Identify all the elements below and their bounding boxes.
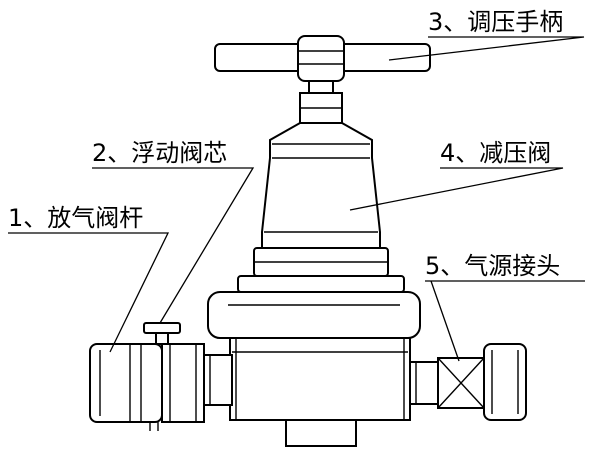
leader-5 [425, 280, 585, 362]
label-air-source-connector: 5、气源接头 [425, 252, 561, 280]
leader-1 [8, 232, 170, 353]
pressure-reducing-valve [207, 92, 421, 447]
bleed-valve-stem [89, 343, 233, 431]
leader-4 [349, 167, 564, 211]
label-floating-valve-core: 2、浮动阀芯 [92, 139, 228, 167]
floating-valve-core [143, 322, 181, 345]
air-source-connector [409, 343, 527, 421]
label-pressure-reducing-valve: 4、减压阀 [440, 139, 552, 167]
leader-2 [92, 167, 255, 324]
label-bleed-valve-stem: 1、放气阀杆 [8, 204, 144, 232]
pressure-handle [214, 35, 431, 94]
leader-lines [8, 36, 585, 362]
leader-3 [388, 36, 585, 61]
label-pressure-handle: 3、调压手柄 [428, 8, 564, 36]
